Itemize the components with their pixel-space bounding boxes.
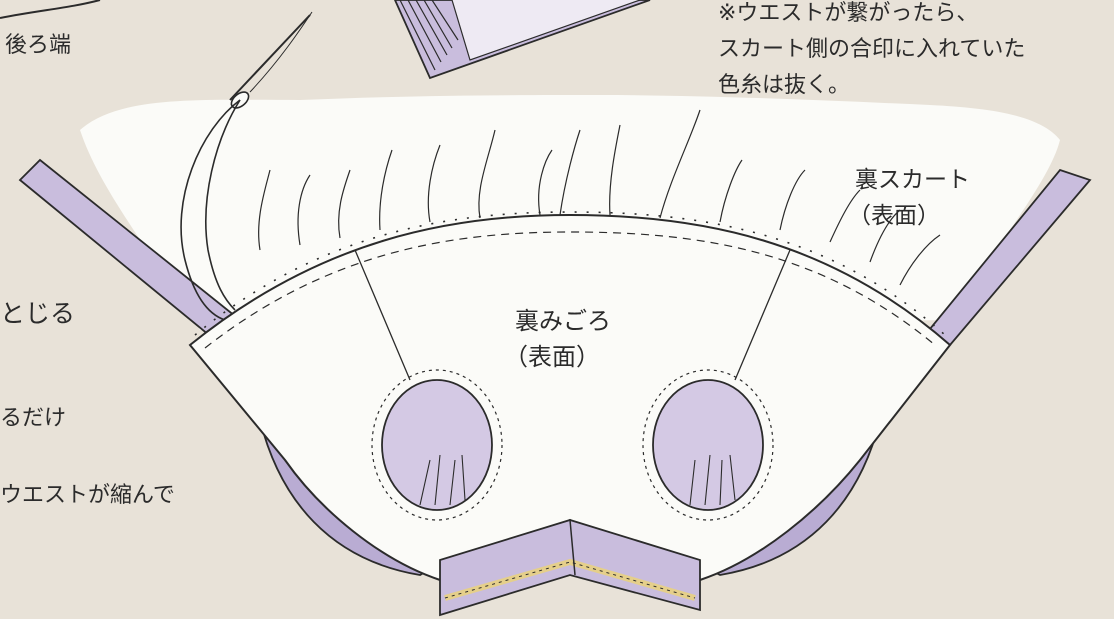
gather-lines xyxy=(258,109,941,286)
dart-right xyxy=(734,249,791,381)
back-edge-label: 後ろ端 xyxy=(5,33,72,58)
lining-bodice-label-2: （表面） xyxy=(504,343,600,371)
lining-skirt-label-1: 裏スカート xyxy=(855,167,970,193)
top-sleeve-piece xyxy=(394,0,651,80)
lining-skirt-label-2: （表面） xyxy=(848,203,940,229)
note-line-1: ※ウエストが繋がったら、 xyxy=(718,1,979,26)
needle-icon xyxy=(180,11,313,321)
center-placket xyxy=(439,519,701,617)
stitch-line xyxy=(204,231,936,349)
armhole-left xyxy=(371,369,503,521)
lining-bodice-label-1: 裏みごろ xyxy=(515,307,611,335)
armhole-right xyxy=(642,369,774,521)
left-fragment-1: とじる xyxy=(0,299,76,328)
left-fragment-3: ウエストが縮んで xyxy=(0,483,175,508)
note-line-3: 色糸は抜く。 xyxy=(718,73,851,98)
lining-bodice xyxy=(188,213,952,582)
note-line-2: スカート側の合印に入れていた xyxy=(718,37,1026,62)
top-left-fragment xyxy=(0,0,101,19)
left-fragment-2: るだけ xyxy=(0,406,67,431)
dart-left xyxy=(354,249,411,381)
